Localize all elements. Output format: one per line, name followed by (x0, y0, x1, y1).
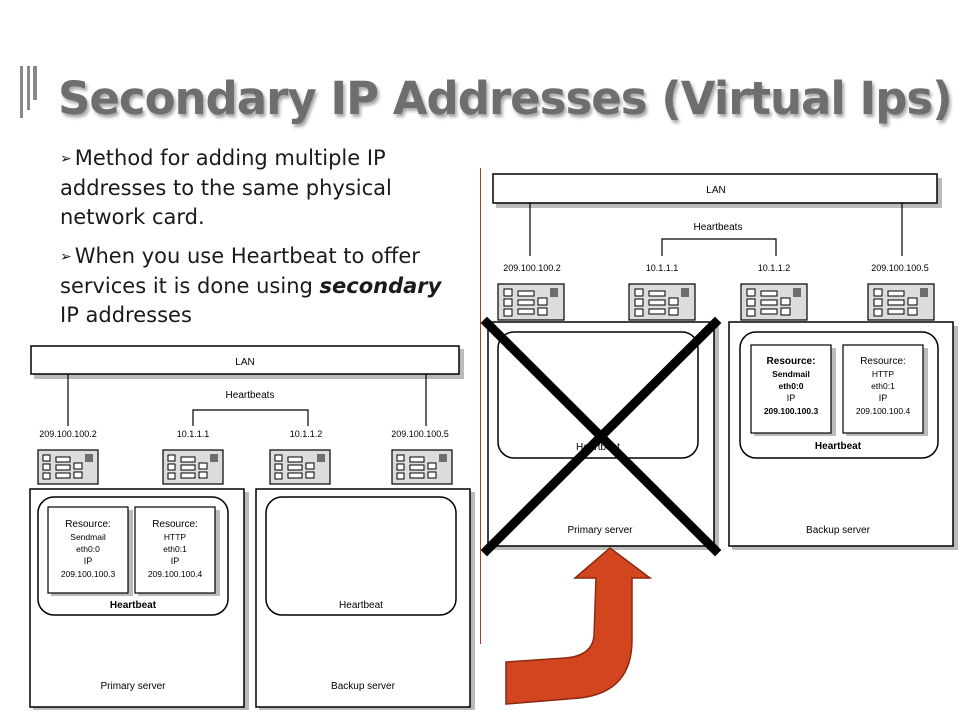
cluster-diagram-normal: LAN Heartbeats 209.100.100.2 10.1.1.1 10… (29, 345, 475, 710)
resource-service: HTTP (164, 532, 187, 542)
slide-title: Secondary IP Addresses (Virtual Ips) (58, 72, 953, 125)
nic-card-icon (497, 283, 565, 321)
bullet-arrow-icon: ➢ (60, 249, 72, 265)
nic-card-icon (628, 283, 696, 321)
nic-card-icon (391, 449, 453, 485)
bullet-arrow-icon: ➢ (60, 151, 72, 167)
lan-bar: LAN (30, 345, 464, 379)
resource-service: Sendmail (70, 532, 106, 542)
heartbeats-label: Heartbeats (694, 222, 743, 233)
resource-ip: 209.100.100.3 (764, 406, 819, 416)
bullet-emphasis: secondary (319, 274, 442, 298)
heartbeat-label: Heartbeat (110, 600, 157, 611)
resource-title: Resource: (767, 356, 816, 367)
ip-label: 209.100.100.5 (391, 429, 449, 439)
ip-label: 209.100.100.2 (39, 429, 97, 439)
ip-label: 209.100.100.5 (871, 263, 929, 273)
ip-label: 10.1.1.1 (177, 429, 210, 439)
resource-ip: 209.100.100.3 (61, 569, 116, 579)
nic-card-icon (162, 449, 224, 485)
resource-ip: 209.100.100.4 (148, 569, 203, 579)
resource-ip-label: IP (787, 393, 796, 403)
resource-ip-label: IP (879, 393, 888, 403)
nic-card-icon (269, 449, 331, 485)
heartbeats-label: Heartbeats (226, 390, 275, 401)
resource-title: Resource: (65, 519, 111, 530)
bullet-text-2b: IP addresses (60, 303, 192, 327)
ip-label: 10.1.1.1 (646, 263, 679, 273)
bullet-item-2: ➢When you use Heartbeat to offer service… (60, 242, 460, 330)
nic-card-icon (37, 449, 99, 485)
resource-title: Resource: (860, 356, 906, 367)
lan-bar: LAN (492, 173, 942, 208)
nic-card-icon (867, 283, 935, 321)
network-lines (529, 203, 903, 256)
nic-card-icon (740, 283, 808, 321)
heartbeat-label: Heartbeat (339, 600, 383, 611)
resource-iface: eth0:0 (76, 544, 100, 554)
resource-ip-label: IP (171, 556, 180, 566)
backup-server-box: Heartbeat Backup server (255, 488, 475, 710)
ip-label: 209.100.100.2 (503, 263, 561, 273)
primary-server-box: Resource: Sendmail eth0:0 IP 209.100.100… (29, 488, 249, 710)
bullet-item-1: ➢Method for adding multiple IP addresses… (60, 144, 460, 232)
backup-server-label: Backup server (806, 525, 871, 536)
decorative-bar-2 (27, 66, 30, 110)
ip-label: 10.1.1.2 (758, 263, 791, 273)
lan-label: LAN (706, 185, 725, 196)
backup-server-label: Backup server (331, 681, 396, 692)
resource-title: Resource: (152, 519, 198, 530)
resource-iface: eth0:1 (871, 381, 895, 391)
primary-server-label: Primary server (100, 681, 166, 692)
network-lines (67, 374, 427, 426)
bullet-list: ➢Method for adding multiple IP addresses… (60, 144, 460, 340)
resource-service: HTTP (872, 369, 895, 379)
resource-ip-label: IP (84, 556, 93, 566)
decorative-bar-3 (33, 66, 37, 100)
bullet-text-1: Method for adding multiple IP addresses … (60, 146, 392, 229)
heartbeat-label: Heartbeat (815, 441, 862, 452)
resource-ip: 209.100.100.4 (856, 406, 911, 416)
backup-server-box: Resource: Sendmail eth0:0 IP 209.100.100… (728, 321, 958, 550)
primary-server-label: Primary server (567, 525, 633, 536)
decorative-bar-1 (20, 66, 23, 118)
resource-iface: eth0:1 (163, 544, 187, 554)
divider-line (480, 168, 481, 644)
bullet-text-2a: When you use Heartbeat to offer services… (60, 244, 420, 298)
lan-label: LAN (235, 357, 254, 368)
resource-service: Sendmail (772, 369, 810, 379)
ip-label: 10.1.1.2 (290, 429, 323, 439)
heartbeat-label: Heartbeat (576, 442, 620, 453)
resource-iface: eth0:0 (778, 381, 803, 391)
